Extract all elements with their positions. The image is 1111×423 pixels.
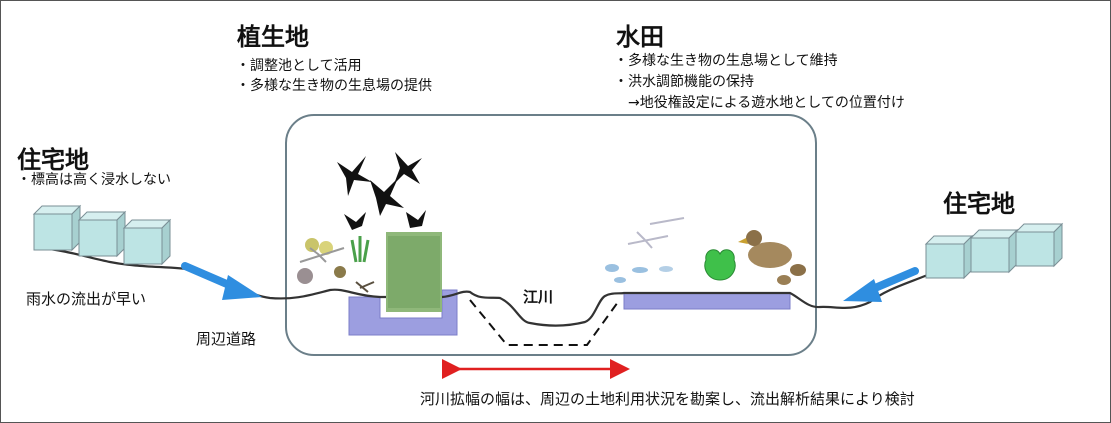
paddy-bullet-1: ・多様な生き物の生息場として維持: [614, 53, 838, 69]
caption-text: 河川拡幅の幅は、周辺の土地利用状況を勘案し、流出解析結果により検討: [420, 390, 915, 408]
house-6: [1015, 231, 1055, 267]
house-2: [78, 219, 118, 257]
frog-icon: [704, 249, 736, 281]
house-1: [33, 213, 73, 251]
grasshopper-icon: [334, 266, 346, 278]
houses-right: [924, 222, 1064, 280]
reed-bed-texture: [388, 236, 440, 308]
house-3: [123, 227, 163, 265]
duckling-icon: [777, 275, 791, 285]
fish-icon: [632, 267, 648, 273]
butterfly-icon: [305, 238, 319, 252]
runoff-arrow-right-head: [843, 279, 882, 302]
paddy-bullet-2: ・洪水調節機能の保持: [614, 74, 754, 90]
house-5: [970, 237, 1010, 273]
birds-illustration: [337, 152, 426, 230]
residential-left-title: 住宅地: [17, 146, 89, 174]
paddy-bullet-3: →地役権設定による遊水地としての位置付け: [614, 95, 905, 111]
butterfly-icon: [319, 241, 333, 255]
frog-icon: [297, 268, 313, 284]
bird-icon: [337, 156, 372, 196]
paddy-field: [623, 292, 791, 310]
house-3-side: [161, 218, 171, 266]
runoff-arrow-left-head: [222, 275, 262, 300]
fish-icon: [659, 266, 673, 272]
surrounding-road-label: 周辺道路: [196, 330, 257, 348]
duck-bill-icon: [738, 238, 748, 244]
insect-icon: [355, 281, 375, 293]
dragonfly-icon: [627, 231, 669, 249]
houses-left: [32, 204, 172, 266]
runoff-arrow-right: [843, 267, 919, 302]
vegetation-creatures: [297, 232, 442, 312]
duckling-icon: [790, 264, 806, 276]
paddy-creatures: [605, 217, 806, 285]
runoff-arrow-left: [181, 262, 262, 300]
paddy-title: 水田: [616, 23, 664, 51]
river-expansion-outline: [469, 299, 619, 346]
vegetation-title: 植生地: [237, 23, 309, 51]
bird-icon: [344, 212, 366, 230]
bird-icon: [406, 210, 426, 228]
residential-left-note: ・標高は高く浸水しない: [17, 172, 171, 188]
vegetation-bullet-1: ・調整池として活用: [236, 58, 362, 74]
dragonfly-icon: [299, 247, 345, 263]
dragonfly-icon: [649, 217, 685, 225]
residential-right-title: 住宅地: [943, 190, 1015, 218]
fish-icon: [614, 277, 626, 283]
house-4: [925, 243, 965, 279]
rain-runoff-label: 雨水の流出が早い: [26, 290, 147, 308]
duck-head-icon: [746, 230, 762, 246]
bird-icon: [370, 178, 404, 216]
vegetation-bullet-2: ・多様な生き物の生息場の提供: [236, 78, 432, 94]
duck-icon: [748, 242, 792, 268]
house-6-side: [1053, 222, 1063, 268]
grass-icon: [350, 236, 370, 263]
river-label: 江川: [523, 288, 554, 306]
bird-icon: [394, 152, 422, 184]
fish-icon: [605, 264, 619, 272]
